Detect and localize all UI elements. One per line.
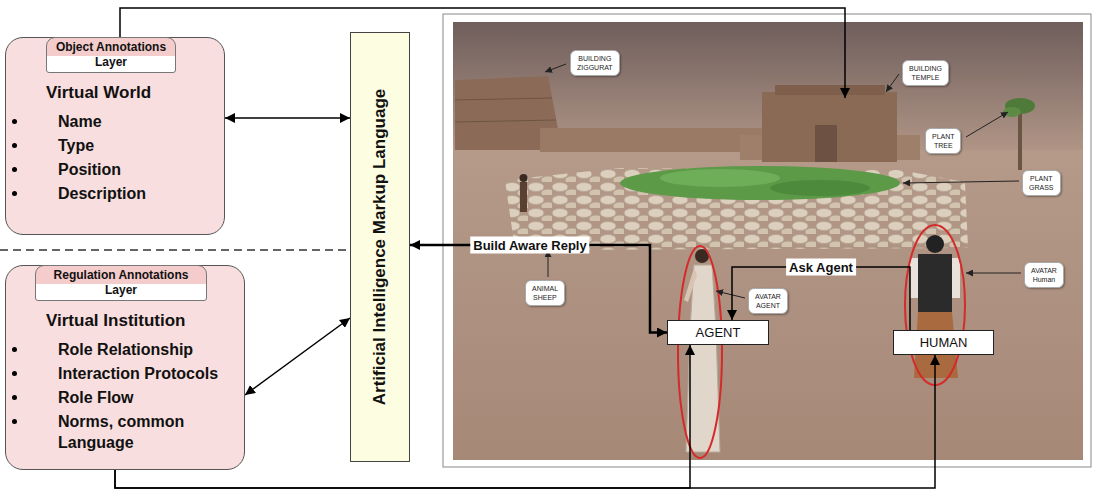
human-figure (926, 235, 944, 253)
object-tag: AVATAR Human (1024, 262, 1064, 288)
role-label-text: AGENT (670, 325, 766, 340)
leader-line (545, 64, 566, 72)
object-tag: AVATAR AGENT (748, 288, 788, 314)
connector (410, 245, 667, 333)
annotation-link-line (120, 8, 845, 98)
object-tag: ANIMAL SHEEP (525, 280, 565, 306)
bullet-item: Interaction Protocols (58, 363, 236, 384)
ground (453, 150, 1083, 460)
connector (225, 117, 350, 119)
screenshot-frame (443, 14, 1091, 467)
temple (762, 92, 897, 162)
edge-label: Build Aware Reply (470, 237, 589, 254)
tree-crown (1003, 107, 1021, 117)
role-box: HUMAN (893, 330, 994, 355)
edge-label: Ask Agent (786, 259, 856, 276)
virtual-world-scene (453, 22, 1083, 460)
layer-heading: Regulation Annotations Layer (35, 265, 207, 301)
bullet-item: Description (58, 183, 216, 204)
agent-figure (686, 265, 720, 452)
human-figure (918, 254, 952, 312)
role-label-text: HUMAN (896, 335, 991, 350)
layer-heading: Object Annotations Layer (46, 37, 176, 73)
divider-dashed (0, 249, 350, 251)
object-tag-text: PLANT TREE (932, 132, 954, 150)
bullet-item: Name (58, 111, 216, 132)
object-tag-text: AVATAR AGENT (755, 292, 781, 310)
object-tag-text: BUILDING TEMPLE (909, 64, 942, 82)
leader-line (903, 181, 1019, 183)
vertical-label: Artificial Intelligence Markup Language (370, 89, 390, 405)
shepherd (520, 182, 527, 212)
bullet-item: Role Flow (58, 387, 236, 408)
bullet-item: Role Relationship (58, 339, 236, 360)
grass (770, 180, 870, 196)
tree-trunk (1018, 112, 1022, 170)
leader-line (548, 250, 549, 277)
agent-highlight (678, 246, 722, 458)
leader-line (716, 291, 745, 298)
object-tag-text: PLANT GRASS (1029, 174, 1054, 192)
leader-line (966, 112, 1008, 137)
grass (660, 169, 780, 187)
sky (453, 22, 1083, 162)
annotation-layer-box: Object Annotations LayerVirtual WorldNam… (5, 37, 225, 235)
human-figure (952, 258, 960, 298)
human-figure (910, 258, 918, 298)
annotation-layer-box: Regulation Annotations LayerVirtual Inst… (5, 265, 245, 470)
object-tag-text: ANIMAL SHEEP (532, 284, 558, 302)
leader-lines (545, 64, 1021, 298)
ziggurat-step (455, 120, 556, 122)
bullet-item: Type (58, 135, 216, 156)
shepherd (520, 174, 528, 182)
grass (620, 166, 900, 200)
layer-title: Virtual Institution (46, 311, 236, 331)
object-tag: BUILDING ZIGGURAT (570, 50, 620, 76)
connector (245, 318, 350, 395)
leader-line (886, 74, 899, 92)
leader-line (966, 273, 1021, 274)
temple-top (775, 85, 885, 95)
object-tag-text: AVATAR Human (1031, 266, 1057, 284)
object-tag: BUILDING TEMPLE (902, 60, 949, 86)
bullet-item: Position (58, 159, 216, 180)
object-tag: PLANT TREE (925, 128, 961, 154)
bullet-item: Norms, common Language (58, 411, 236, 453)
ziggurat-step (455, 98, 552, 100)
object-tag: PLANT GRASS (1022, 170, 1061, 196)
object-tag-text: BUILDING ZIGGURAT (577, 54, 613, 72)
role-box: AGENT (667, 320, 769, 345)
layer-title: Virtual World (46, 83, 216, 103)
aiml-bar: Artificial Intelligence Markup Language (350, 32, 410, 462)
temple-door (815, 125, 837, 162)
